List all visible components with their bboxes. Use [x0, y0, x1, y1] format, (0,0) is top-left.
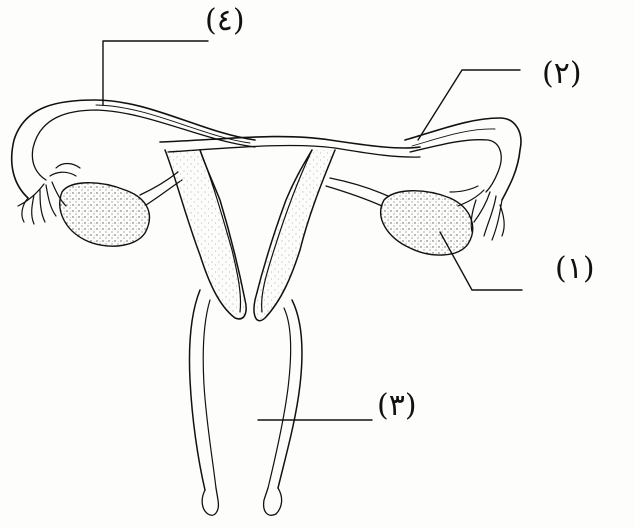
left-ovarian-ligament — [140, 172, 178, 195]
right-ovary — [381, 191, 473, 255]
label-4: (٤) — [205, 4, 245, 38]
right-tube-lumen — [412, 129, 495, 146]
label-2: (٢) — [542, 57, 582, 91]
left-fallopian-tube-inner — [32, 110, 255, 180]
uterus-left-wall — [165, 150, 246, 319]
vagina-left-wall — [189, 290, 205, 490]
leader-line-2 — [418, 70, 520, 140]
uterus-fundus-outer — [160, 137, 420, 149]
right-ovarian-ligament-lower — [326, 186, 382, 206]
right-fallopian-tube-outer — [405, 118, 521, 200]
left-ovary — [60, 183, 150, 246]
label-3: (٣) — [377, 389, 417, 423]
vaginal-opening-left — [202, 488, 218, 515]
vagina-left-inner — [203, 300, 216, 488]
leader-line-4 — [103, 41, 208, 105]
uterus-right-wall — [254, 150, 335, 321]
label-1: (١) — [555, 252, 595, 286]
vagina-right-inner — [268, 308, 291, 488]
right-ovarian-ligament — [330, 178, 388, 196]
left-tube-lumen — [96, 105, 250, 143]
right-fallopian-tube-inner — [410, 140, 501, 192]
vaginal-opening-right — [264, 488, 282, 515]
